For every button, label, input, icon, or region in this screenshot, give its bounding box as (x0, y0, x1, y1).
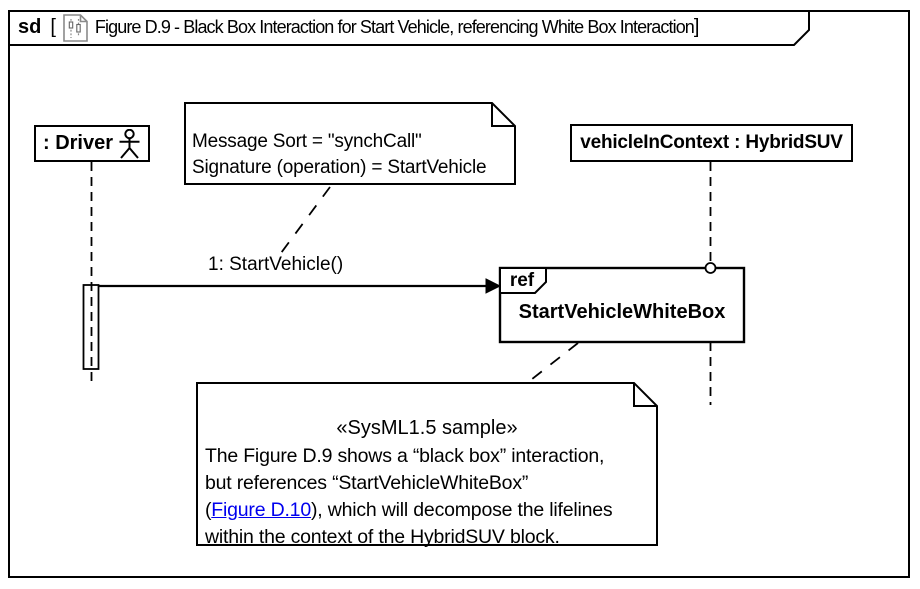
constraint-note-shape (184, 102, 516, 185)
constraint-note-line-2: Signature (operation) = StartVehicle (192, 157, 487, 178)
constraint-note: Message Sort = "synchCall" Signature (op… (192, 129, 512, 181)
comment-note-fold (633, 383, 657, 407)
vehicle-label: vehicleInContext : HybridSUV (580, 132, 843, 153)
comment-note-body: The Figure D.9 shows a “black box” inter… (205, 443, 653, 551)
lifeline-connection-circle (704, 262, 717, 274)
comment-line3-suffix: ), which will decompose the lifelines (310, 499, 613, 521)
constraint-note-fold (491, 103, 515, 127)
driver-activation-bar (82, 284, 100, 370)
message-arrowhead (485, 278, 502, 294)
title-open-bracket: [ (50, 16, 56, 38)
ref-operator-pentagon (499, 267, 547, 294)
comment-note-anchor-line (526, 342, 579, 384)
title-close-bracket: ] (693, 16, 700, 38)
constraint-note-line-1: Message Sort = "synchCall" (192, 131, 422, 152)
lifeline-head-driver: : Driver (34, 125, 150, 162)
lifeline-head-vehicle: vehicleInContext : HybridSUV (570, 124, 853, 162)
comment-note-shape (196, 382, 658, 546)
constraint-note-anchor-line (280, 186, 331, 254)
comment-note-line-2: but references “StartVehicleWhiteBox” (205, 472, 529, 494)
diagram-kind-label: sd (18, 16, 42, 38)
message-label: 1: StartVehicle() (208, 254, 344, 275)
comment-note-line-1: The Figure D.9 shows a “black box” inter… (205, 445, 605, 467)
driver-label: : Driver (42, 132, 114, 154)
figure-d10-link[interactable]: Figure D.10 (211, 499, 311, 521)
title-tab-shape (8, 10, 810, 46)
frame-title-tab: sd [ Figure D.9 - Black Box Interaction … (18, 12, 699, 43)
comment-note-stereotype: «SysML1.5 sample» (336, 417, 518, 439)
ref-fragment-name: StartVehicleWhiteBox (518, 301, 726, 323)
comment-note-line-3: (Figure D.10), which will decompose the … (205, 497, 653, 524)
sequence-diagram-icon (63, 13, 88, 42)
actor-icon (119, 128, 140, 159)
comment-note-line-4: within the context of the HybridSUV bloc… (205, 526, 560, 548)
ref-operator-label: ref (509, 270, 535, 291)
frame-title-text: Figure D.9 - Black Box Interaction for S… (94, 17, 695, 37)
comment-line3-prefix: ( (205, 499, 212, 521)
